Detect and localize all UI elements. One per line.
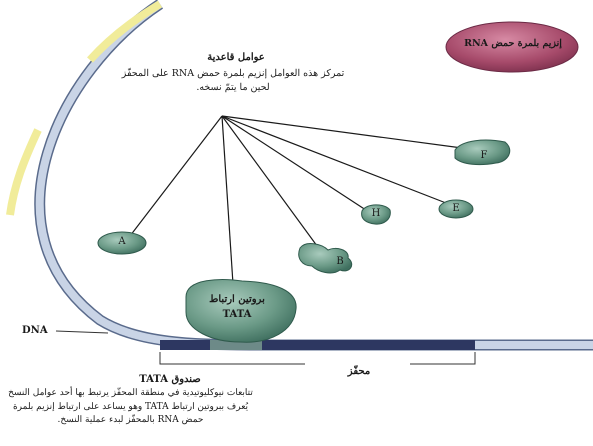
dna-highlight-top	[90, 4, 160, 60]
factor-connector-lines	[130, 116, 462, 284]
factor-h-label: H	[366, 208, 386, 219]
line-to-f	[222, 116, 462, 148]
factor-a-label: A	[112, 236, 132, 247]
line-to-a	[130, 116, 222, 236]
general-factors-title: عوامل قاعدية	[176, 52, 296, 63]
dna-pointer	[56, 331, 108, 333]
line-to-e	[222, 116, 446, 203]
tata-box-label: صندوق TATA	[120, 374, 220, 385]
tbp-label: بروتين ارتباط TATA	[184, 292, 290, 322]
line-to-tbp	[222, 116, 233, 284]
tbp-label-line1: بروتين ارتباط	[184, 292, 290, 307]
factor-f-label: F	[474, 150, 494, 161]
line-to-b	[222, 116, 320, 250]
tbp-label-line2: TATA	[184, 307, 290, 322]
rna-polymerase-label: إنزيم بلمرة حمض RNA	[448, 38, 578, 49]
promoter-bracket	[160, 352, 305, 364]
promoter-bracket-right	[410, 352, 475, 364]
factor-e-label: E	[446, 203, 466, 214]
tata-box-description: تتابعات نيوكليوتيدية في منطقة المحفّز ير…	[8, 387, 253, 428]
dna-label: DNA	[22, 325, 48, 336]
promoter-label: محفّز	[324, 366, 394, 377]
factor-b-label: B	[330, 256, 350, 267]
general-factors-description: تمركز هذه العوامل إنزيم بلمرة حمض RNA عل…	[118, 67, 348, 95]
dna-highlight-middle	[10, 130, 38, 215]
